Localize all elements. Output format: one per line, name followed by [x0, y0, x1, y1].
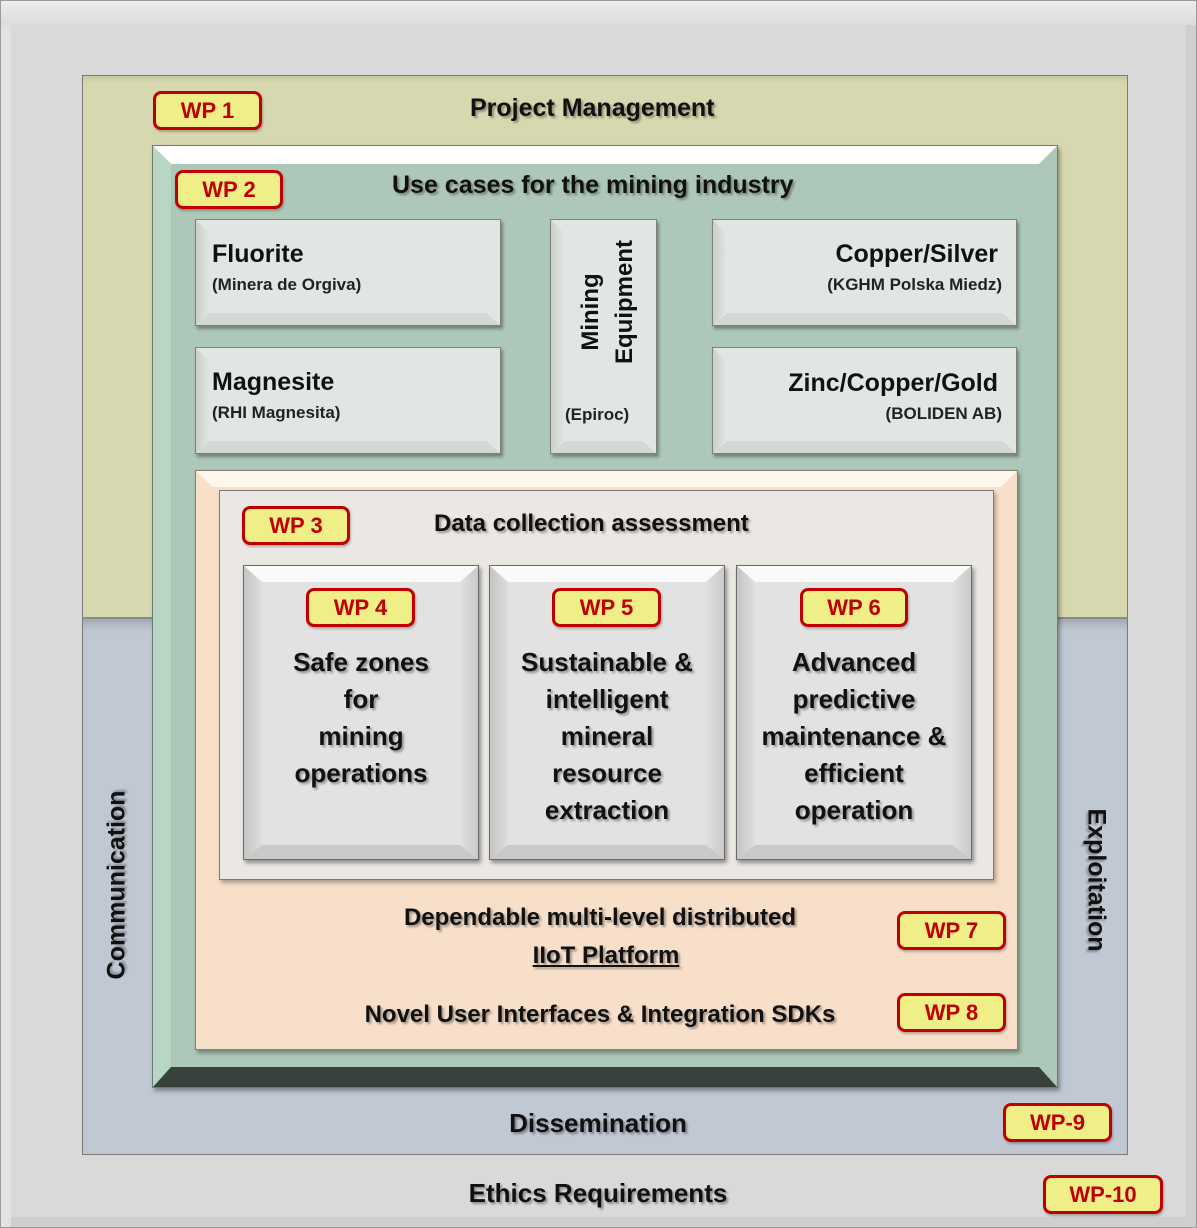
bevel-top	[490, 566, 724, 582]
wp5-badge: WP 5	[552, 588, 661, 627]
wp5-description: Sustainable & intelligent mineral resour…	[521, 647, 693, 825]
iiot-platform-line1: Dependable multi-level distributed	[403, 904, 797, 931]
use-case-name: Copper/Silver	[835, 240, 998, 268]
wp3-badge: WP 3	[242, 506, 350, 545]
use-case-org: (Epiroc)	[565, 405, 630, 424]
use-case-name: Zinc/Copper/Gold	[788, 369, 998, 397]
bevel-bottom	[737, 845, 971, 859]
use-case-fluorite: Fluorite (Minera de Orgiva)	[195, 219, 501, 326]
use-cases-title: Use cases for the mining industry	[392, 171, 794, 199]
wp9-badge: WP-9	[1003, 1103, 1112, 1142]
use-case-zinc-copper-gold: Zinc/Copper/Gold (BOLIDEN AB)	[712, 347, 1017, 454]
bevel-left	[244, 566, 262, 859]
bevel-top	[153, 146, 1057, 164]
wp6-badge: WP 6	[800, 588, 908, 627]
bevel-top	[737, 566, 971, 582]
bevel-right	[460, 566, 478, 859]
data-collection-title: Data collection assessment	[434, 510, 749, 537]
use-case-org: (BOLIDEN AB)	[885, 404, 1002, 423]
use-case-copper-silver: Copper/Silver (KGHM Polska Miedz)	[712, 219, 1017, 326]
use-case-name: Fluorite	[212, 240, 304, 268]
bevel-bottom	[244, 845, 478, 859]
use-case-name: Magnesite	[212, 368, 335, 396]
bevel-right	[706, 566, 724, 859]
use-case-org: (KGHM Polska Miedz)	[827, 275, 1002, 294]
wp2-badge: WP 2	[175, 170, 283, 209]
ethics-title: Ethics Requirements	[468, 1178, 728, 1208]
bevel-bottom	[490, 845, 724, 859]
use-case-name-line2: Equipment	[611, 240, 638, 364]
wp4-description: Safe zones for mining operations	[293, 647, 429, 788]
bevel-top	[196, 471, 1017, 487]
bevel-left	[737, 566, 755, 859]
wp1-badge: WP 1	[153, 91, 262, 130]
use-case-org: (Minera de Orgiva)	[212, 275, 362, 294]
bevel-top	[244, 566, 478, 582]
bevel-left	[153, 146, 171, 1087]
use-case-name-line1: Mining	[577, 273, 604, 351]
wp6-box: Advanced predictive maintenance & effici…	[736, 565, 972, 860]
wp5-box: Sustainable & intelligent mineral resour…	[489, 565, 725, 860]
wp7-badge: WP 7	[897, 911, 1006, 950]
wp8-badge: WP 8	[897, 993, 1006, 1032]
communication-label: Communication	[102, 790, 131, 980]
bevel-left	[490, 566, 508, 859]
dissemination-title: Dissemination	[509, 1108, 687, 1138]
project-management-title: Project Management	[470, 94, 715, 122]
bevel-bottom	[153, 1067, 1057, 1087]
iiot-platform-line2: IIoT Platform	[532, 942, 680, 969]
wp6-description: Advanced predictive maintenance & effici…	[761, 647, 947, 825]
exploitation-label: Exploitation	[1082, 808, 1111, 952]
wp10-badge: WP-10	[1043, 1175, 1163, 1214]
user-interfaces-title: Novel User Interfaces & Integration SDKs	[364, 1001, 836, 1028]
use-case-mining-equipment: Mining Equipment (Epiroc)	[550, 219, 657, 454]
bevel-right	[953, 566, 971, 859]
wp4-badge: WP 4	[306, 588, 415, 627]
use-case-org: (RHI Magnesita)	[212, 403, 341, 422]
use-case-magnesite: Magnesite (RHI Magnesita)	[195, 347, 501, 454]
